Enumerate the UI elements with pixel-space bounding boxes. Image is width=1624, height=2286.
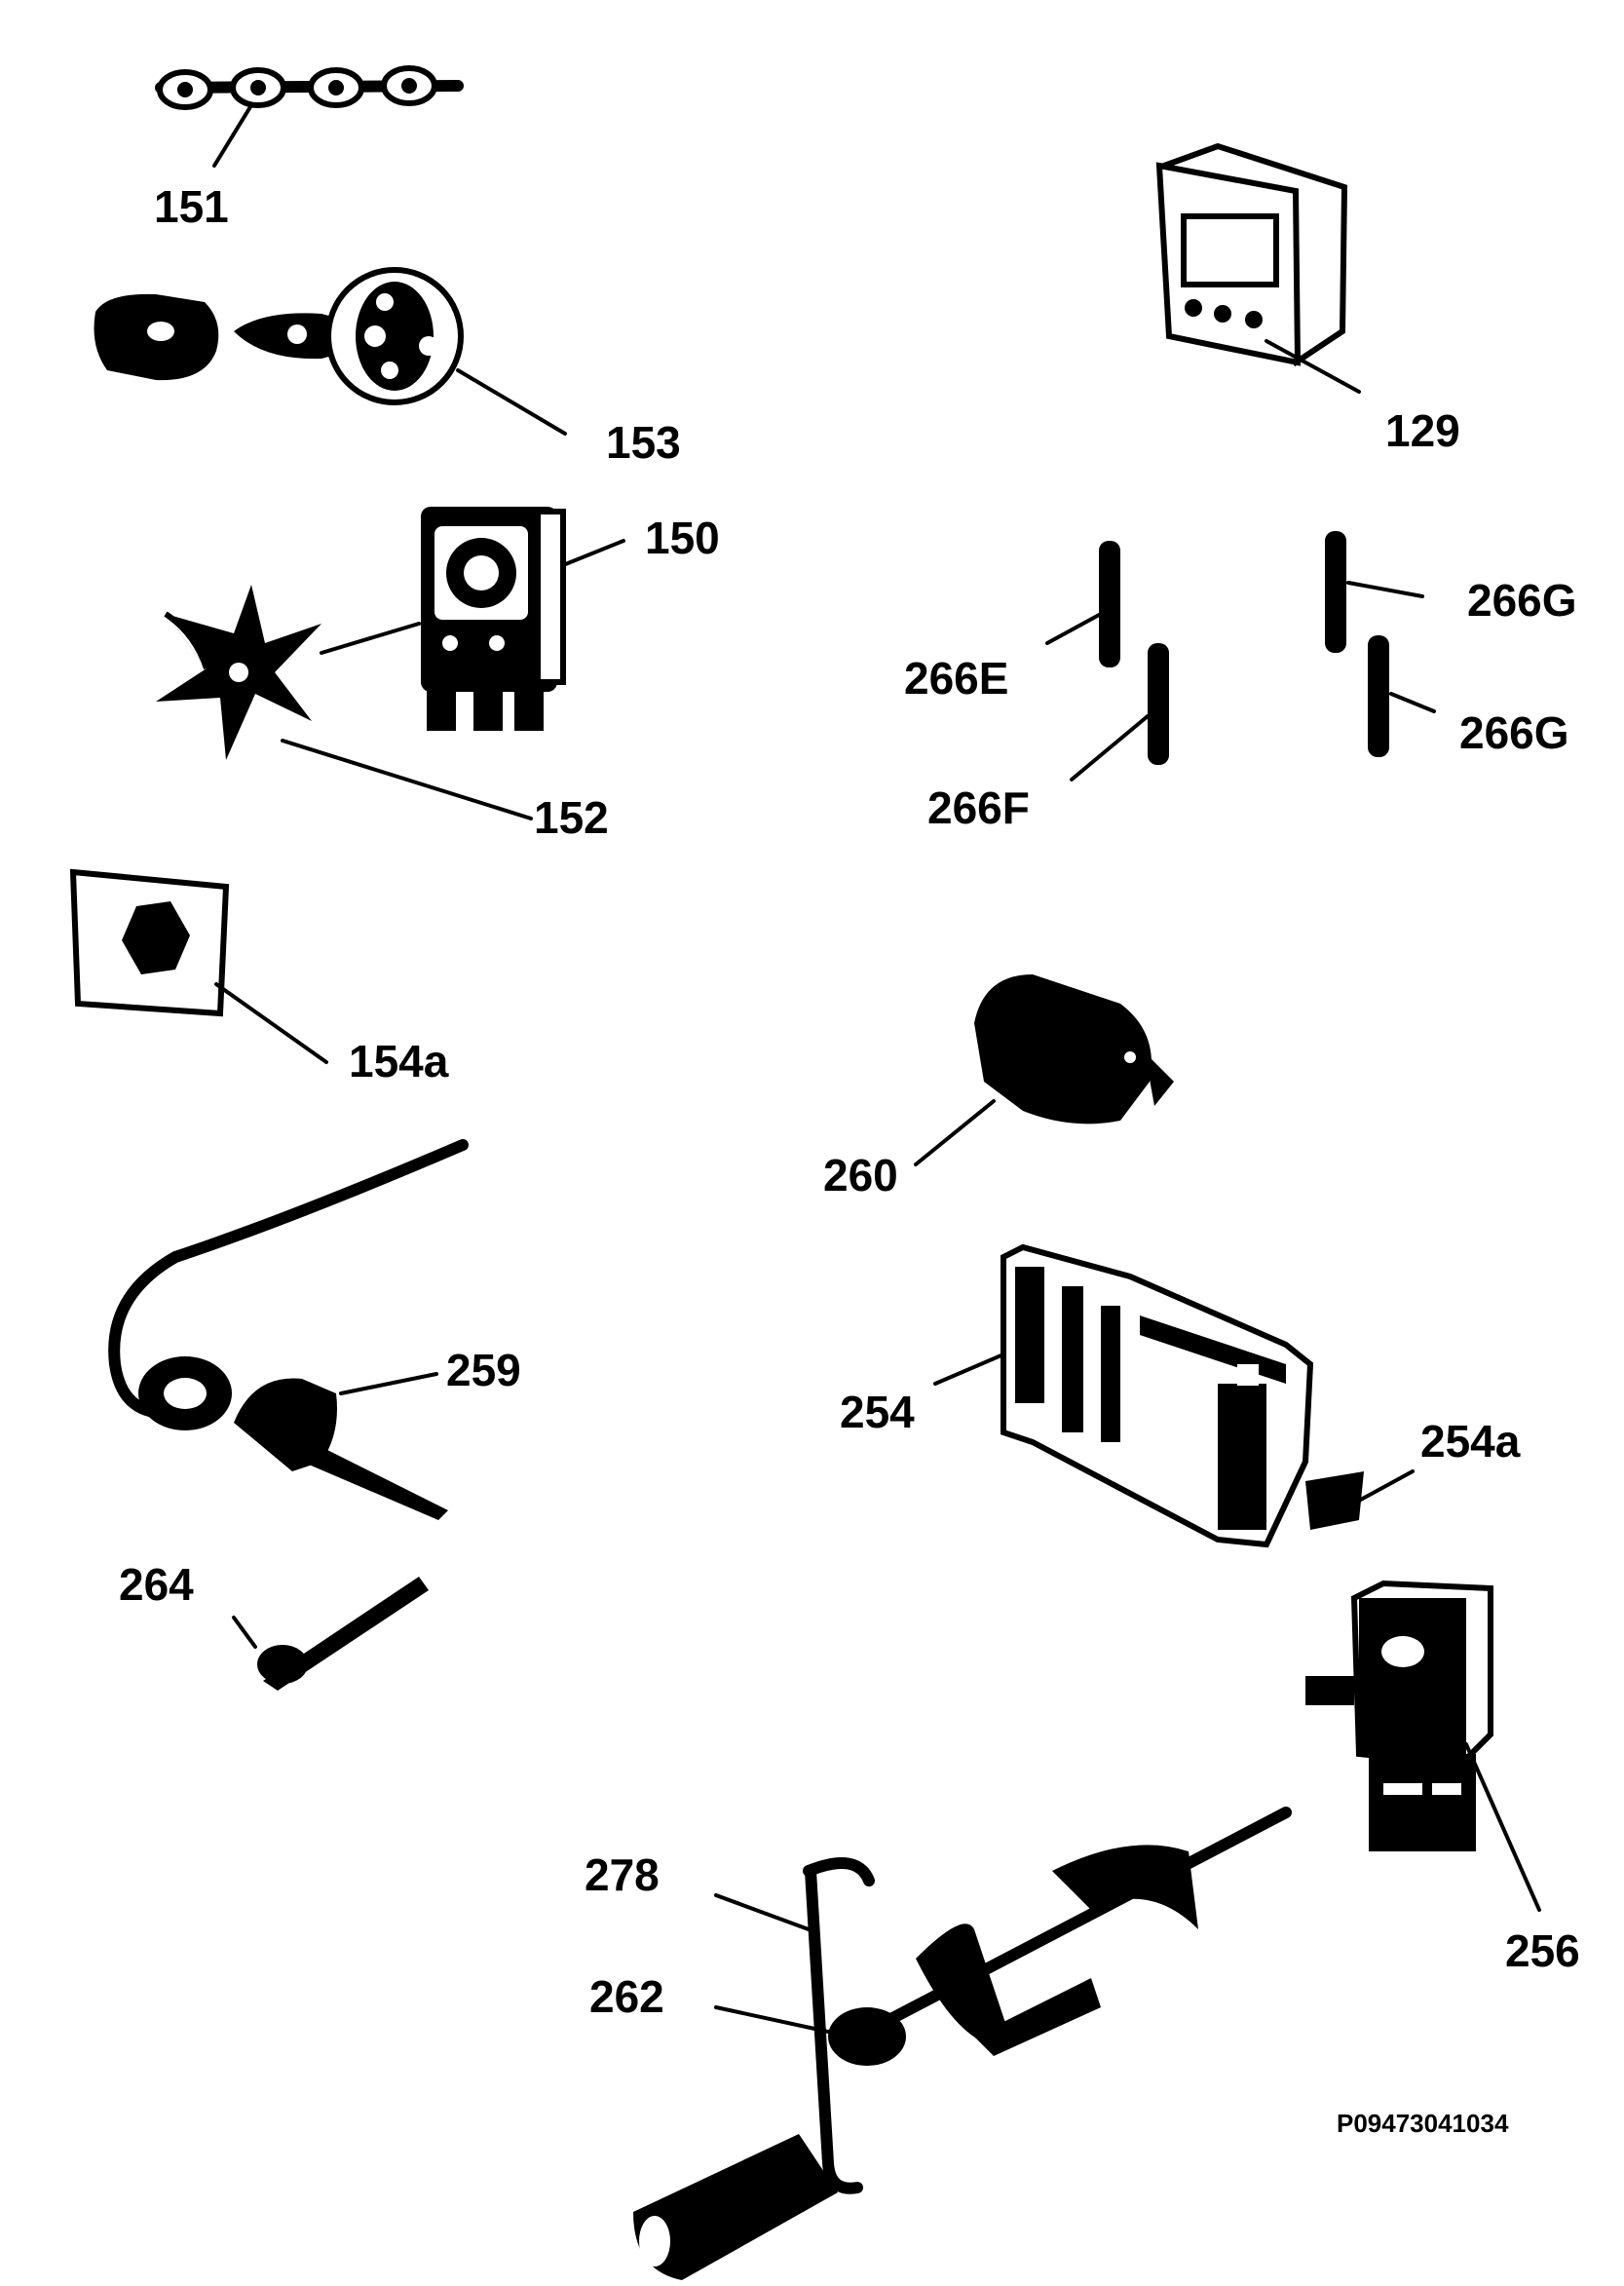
part-266-pins [1045,531,1436,781]
label-260: 260 [823,1150,898,1200]
label-254: 254 [840,1387,915,1437]
label-266G-top: 266G [1467,575,1577,626]
part-129-display [1155,142,1361,394]
part-254-relay [933,1243,1415,1548]
part-152-fan [156,585,533,820]
label-278: 278 [585,1849,660,1900]
part-278-262-spit [633,1807,1292,2280]
label-152: 152 [534,792,609,843]
label-151: 151 [154,181,229,232]
part-260-motor [914,974,1174,1166]
label-264: 264 [119,1559,194,1610]
part-150-thermostat [320,507,625,731]
part-259-cable [108,1139,469,1520]
label-266E: 266E [904,653,1008,704]
label-129: 129 [1385,405,1460,456]
label-154a: 154a [349,1036,449,1086]
label-150: 150 [645,513,720,563]
part-151-chain [155,65,464,168]
part-153-knob [94,267,567,436]
label-266G-bottom: 266G [1459,707,1569,758]
label-262: 262 [589,1971,664,2022]
drawing-code: P09473041034 [1337,2109,1509,2138]
part-256-switch [1305,1580,1541,1912]
part-154a-plate [69,868,328,1064]
label-259: 259 [446,1345,521,1395]
label-266F: 266F [927,782,1030,833]
label-153: 153 [606,417,681,468]
label-254a: 254a [1420,1416,1521,1467]
part-264-bolt [232,1577,429,1691]
label-256: 256 [1505,1925,1580,1976]
